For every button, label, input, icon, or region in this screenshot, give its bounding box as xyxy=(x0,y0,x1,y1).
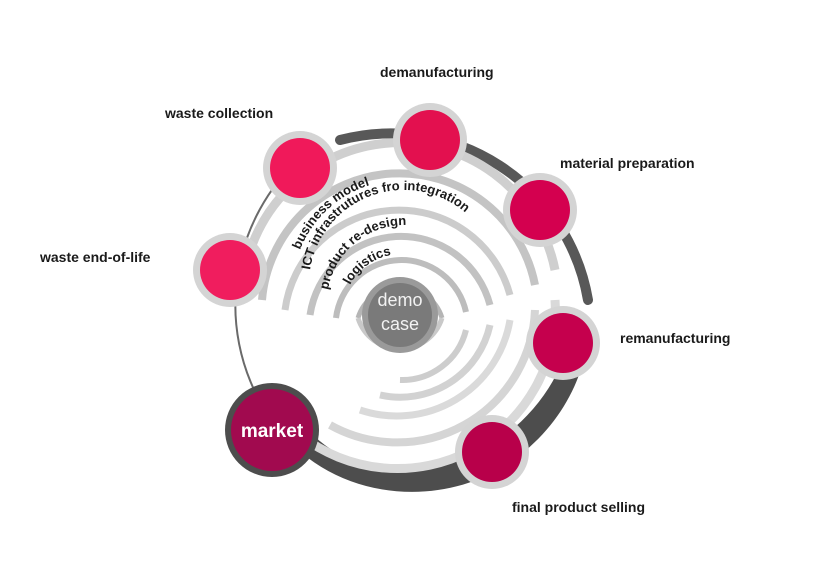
node-remanufacturing xyxy=(526,306,600,380)
stage-label-demanufacturing: demanufacturing xyxy=(380,64,494,80)
stage-label-remanufacturing: remanufacturing xyxy=(620,330,730,346)
center-circle xyxy=(368,283,432,347)
center-line-1: demo xyxy=(377,290,422,310)
stage-label-waste-collection: waste collection xyxy=(164,105,273,121)
node-market: market xyxy=(225,383,319,477)
node-waste-end-of-life xyxy=(193,233,267,307)
node-material-preparation xyxy=(503,173,577,247)
outer-ring-dark-band xyxy=(335,128,593,305)
center-line-2: case xyxy=(381,314,419,334)
stage-label-material-preparation: material preparation xyxy=(560,155,695,171)
stage-label-waste-end-of-life: waste end-of-life xyxy=(39,249,151,265)
market-label: market xyxy=(241,421,304,442)
node-demanufacturing xyxy=(393,103,467,177)
node-final-product-selling xyxy=(455,415,529,489)
node-waste-collection xyxy=(263,131,337,205)
stage-label-final-product-selling: final product selling xyxy=(512,499,645,515)
